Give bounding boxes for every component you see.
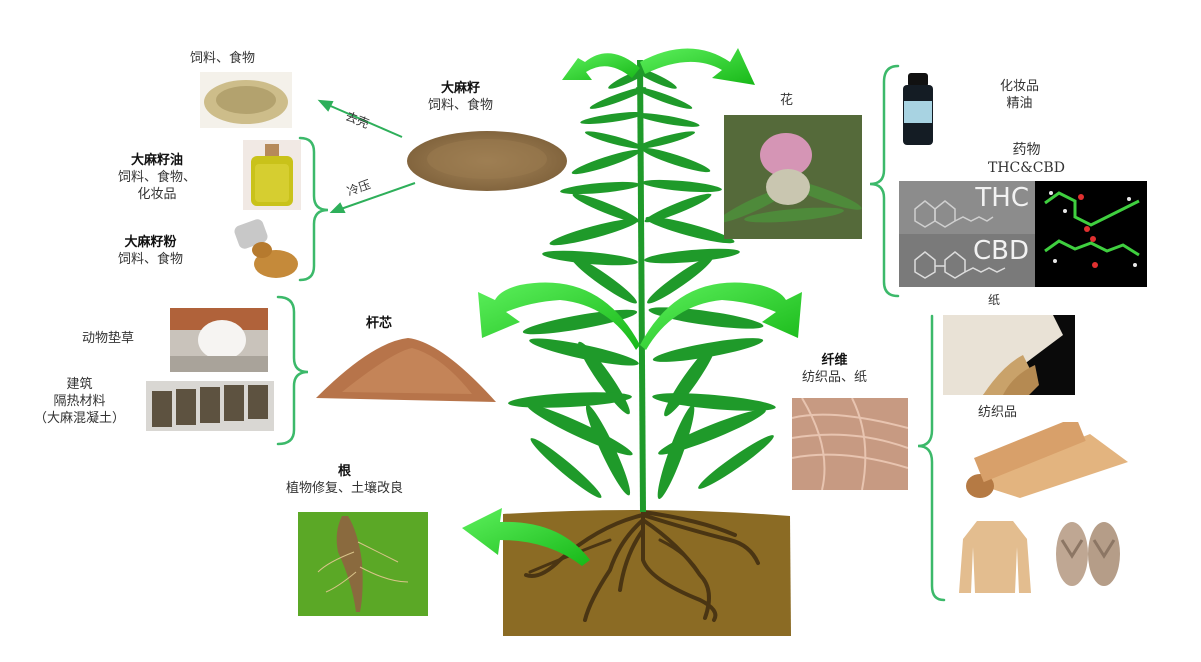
- building-label: 建筑 隔热材料 （大麻混凝土）: [34, 376, 125, 427]
- medicine-line1: 药物: [1012, 142, 1041, 158]
- hemp-sandals-image: [1052, 520, 1124, 590]
- cosmetics-line1: 化妆品: [1000, 79, 1040, 94]
- seed-label: 大麻籽 饲料、食物: [428, 80, 493, 114]
- flower-products-bracket: [869, 64, 900, 298]
- oil-title: 大麻籽油: [131, 153, 184, 168]
- hemp-powder-image: [232, 218, 302, 282]
- hurd-pile-icon: [316, 338, 496, 402]
- cbd-text: CBD: [972, 236, 1029, 266]
- fiber-products-bracket: [917, 314, 946, 602]
- seed-title: 大麻籽: [441, 81, 481, 96]
- sandals-icon: [1056, 522, 1120, 586]
- fabric-roll-icon: [966, 422, 1128, 498]
- hemp-fiber-image: [792, 398, 908, 490]
- thc-text: THC: [975, 183, 1029, 213]
- building-line2: 隔热材料: [53, 394, 106, 409]
- cannabis-flower-icon: [724, 115, 862, 239]
- arrow-to-fiber-icon: [640, 282, 802, 350]
- chicken-bedding-icon: [170, 308, 268, 372]
- powder-jar-icon: [234, 219, 298, 278]
- essential-oil-bottle-icon: [903, 73, 933, 145]
- hempcrete-blocks-icon: [146, 381, 274, 431]
- powder-label: 大麻籽粉 饲料、食物: [118, 234, 183, 268]
- hemp-seed-icon: [407, 131, 567, 191]
- seed-uses: 饲料、食物: [428, 98, 494, 113]
- root-label: 根 植物修复、土壤改良: [286, 463, 403, 497]
- thc-cbd-molecule-image: THC CBD: [899, 181, 1147, 287]
- hemp-plant-icon: [508, 59, 776, 513]
- roots-icon: [524, 506, 760, 622]
- hemp-fabric-roll-image: [960, 422, 1130, 502]
- powder-uses: 饲料、食物: [118, 252, 184, 267]
- fiber-label: 纤维 纺织品、纸: [802, 352, 867, 386]
- oil-label: 大麻籽油 饲料、食物、 化妆品: [118, 152, 196, 203]
- cosmetics-label: 化妆品 精油: [1000, 78, 1039, 112]
- hurd-title: 杆芯: [366, 316, 393, 331]
- flower-title: 花: [780, 93, 794, 108]
- root-image: [298, 512, 428, 616]
- oil-bottle-icon: [243, 140, 301, 210]
- molecule-3d-models-icon: [1044, 191, 1140, 268]
- thc-panel: THC: [899, 181, 1035, 234]
- arrow-to-flower-icon: [640, 48, 755, 85]
- dehull-arrow-icon: [317, 99, 403, 138]
- fiber-title: 纤维: [821, 353, 848, 368]
- animal-bedding-image: [170, 308, 268, 372]
- root-uses: 植物修复、土壤改良: [286, 481, 404, 496]
- hempcrete-image: [146, 381, 274, 431]
- hemp-sweater-image: [955, 517, 1035, 597]
- hurd-label: 杆芯: [366, 315, 392, 332]
- coldpress-arrow-icon: [329, 182, 416, 213]
- paper-image: [943, 315, 1075, 395]
- cosmetics-line2: 精油: [1006, 96, 1033, 111]
- arrow-to-root-icon: [462, 508, 590, 566]
- fiber-uses: 纺织品、纸: [802, 370, 868, 385]
- flower-label: 花: [780, 92, 793, 109]
- building-line1: 建筑: [66, 377, 93, 392]
- cbd-structure-icon: [914, 251, 1006, 279]
- arrow-to-hurd-icon: [478, 282, 640, 350]
- powder-title: 大麻籽粉: [124, 235, 177, 250]
- soil-block: [503, 509, 791, 636]
- oil-uses-line1: 饲料、食物、: [118, 170, 197, 185]
- arrow-to-seed-icon: [562, 53, 640, 80]
- dehulled-seed-icon: [200, 72, 292, 128]
- fiber-bundle-icon: [792, 398, 908, 490]
- dehulled-seed-image: [200, 72, 292, 128]
- hurd-products-bracket: [276, 295, 309, 446]
- thc-structure-icon: [914, 200, 994, 228]
- oil-uses-line2: 化妆品: [137, 187, 177, 202]
- dehulled-seed-uses-label: 饲料、食物: [190, 51, 256, 66]
- sweater-icon: [959, 521, 1031, 593]
- medicine-line2: THC&CBD: [988, 160, 1065, 176]
- hemp-hurd-image: [312, 332, 500, 408]
- root-title: 根: [338, 464, 352, 479]
- hemp-seed-image: [405, 125, 570, 193]
- hemp-oil-image: [243, 140, 301, 210]
- seed-products-bracket: [298, 136, 329, 282]
- animal-bedding-label: 动物垫草: [82, 331, 135, 346]
- paper-sheets-icon: [943, 315, 1063, 395]
- textile-label: 纺织品: [978, 405, 1018, 420]
- medicine-label: 药物 THC&CBD: [988, 141, 1065, 177]
- cbd-panel: CBD: [899, 234, 1035, 287]
- root-photo-icon: [298, 512, 428, 616]
- essential-oil-image: [900, 71, 936, 147]
- paper-label: 纸: [988, 293, 1001, 307]
- building-line3: （大麻混凝土）: [34, 411, 126, 426]
- flower-image: [724, 115, 862, 239]
